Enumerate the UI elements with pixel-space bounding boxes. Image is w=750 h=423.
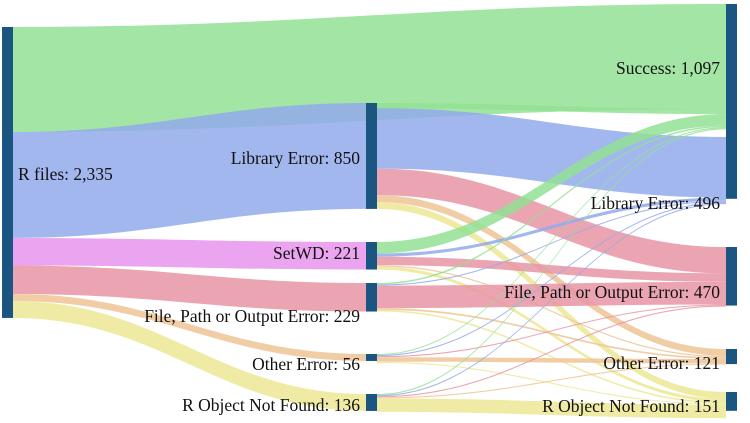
sankey-link [13, 237, 366, 270]
sankey-node-r-file-path[interactable] [726, 247, 737, 306]
sankey-node-r-library-error[interactable] [726, 137, 737, 199]
sankey-link [377, 197, 726, 257]
label-mid-other-error: Other Error: 56 [252, 354, 360, 374]
sankey-link [377, 114, 726, 254]
sankey-link [377, 357, 726, 364]
sankey-node-m-library-error[interactable] [366, 103, 377, 209]
sankey-link [377, 305, 726, 398]
sankey-link [377, 304, 726, 358]
sankey-link [13, 265, 366, 312]
label-right-r-object: R Object Not Found: 151 [542, 396, 720, 416]
sankey-link [377, 309, 726, 404]
sankey-node-m-file-path[interactable] [366, 283, 377, 312]
sankey-link [377, 363, 726, 399]
sankey-link [377, 308, 726, 359]
sankey-node-m-other-error[interactable] [366, 354, 377, 361]
label-right-other-error: Other Error: 121 [603, 353, 720, 373]
sankey-link [13, 294, 366, 361]
nodes-layer [2, 4, 737, 411]
sankey-link [377, 195, 726, 356]
sankey-link [377, 103, 726, 115]
label-mid-r-object: R Object Not Found: 136 [182, 395, 360, 415]
links-layer [13, 4, 726, 419]
sankey-link [377, 201, 726, 357]
sankey-node-m-r-object[interactable] [366, 394, 377, 411]
sankey-node-r-success[interactable] [726, 4, 737, 141]
sankey-link [377, 168, 726, 274]
label-r-files: R files: 2,335 [18, 164, 113, 184]
sankey-link [13, 103, 366, 238]
label-mid-file-path: File, Path or Output Error: 229 [144, 306, 360, 326]
label-mid-library-error: Library Error: 850 [231, 148, 361, 168]
sankey-link [377, 127, 726, 356]
sankey-link [377, 125, 726, 285]
sankey-link [13, 300, 366, 411]
label-right-success: Success: 1,097 [616, 58, 720, 78]
sankey-node-m-setwd[interactable] [366, 242, 377, 270]
sankey-link [377, 361, 726, 405]
sankey-node-r-files[interactable] [2, 27, 13, 318]
sankey-link [377, 281, 726, 309]
sankey-link [13, 4, 726, 133]
sankey-link [377, 398, 726, 419]
label-mid-setwd: SetWD: 221 [273, 243, 360, 263]
sankey-link [377, 265, 726, 358]
sankey-node-r-r-object[interactable] [726, 392, 737, 411]
sankey-link [377, 128, 726, 396]
sankey-link [377, 108, 726, 198]
label-right-library-error: Library Error: 496 [591, 193, 721, 213]
sankey-link [377, 200, 726, 286]
sankey-node-r-other-error[interactable] [726, 349, 737, 365]
label-right-file-path: File, Path or Output Error: 470 [504, 282, 720, 302]
sankey-link [377, 203, 726, 397]
